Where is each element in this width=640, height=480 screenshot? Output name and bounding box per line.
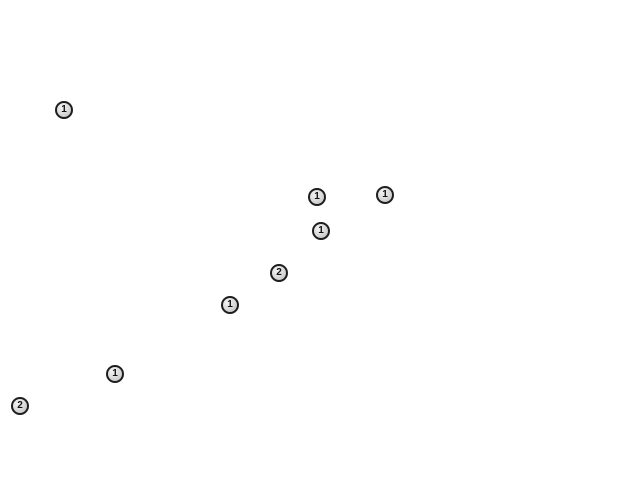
count-marker[interactable]: 2 — [270, 264, 288, 282]
count-marker[interactable]: 1 — [376, 186, 394, 204]
count-marker[interactable]: 1 — [308, 188, 326, 206]
count-marker[interactable]: 1 — [221, 296, 239, 314]
count-marker[interactable]: 1 — [55, 101, 73, 119]
count-marker[interactable]: 1 — [106, 365, 124, 383]
count-marker[interactable]: 2 — [11, 397, 29, 415]
count-marker[interactable]: 1 — [312, 222, 330, 240]
